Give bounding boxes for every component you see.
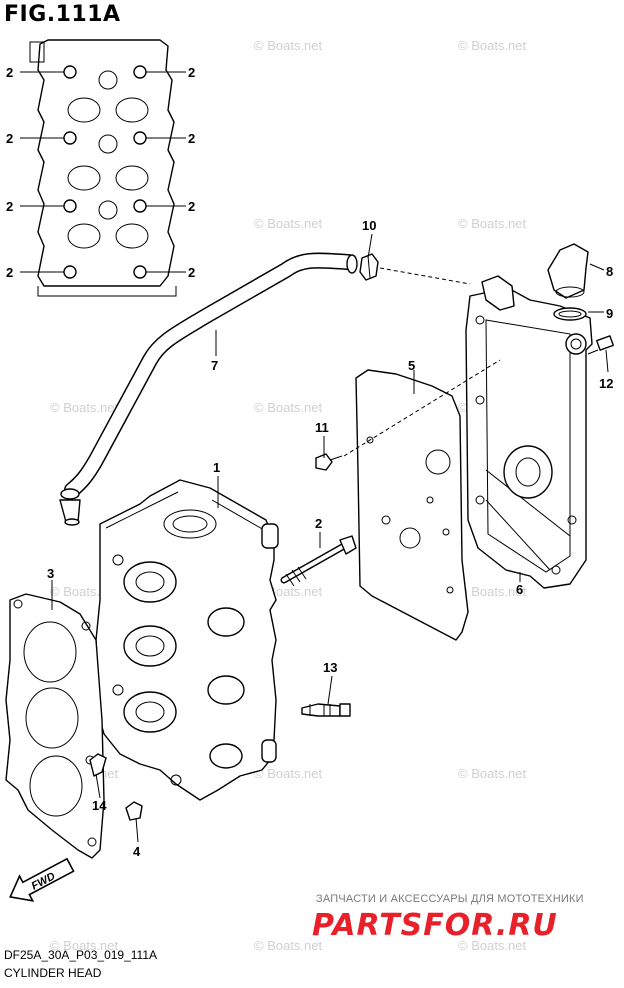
inset-callout: 2 (188, 265, 195, 280)
watermark: © Boats.net (50, 938, 119, 953)
callout-part-2: 2 (315, 516, 322, 531)
watermark: © Boats.net (254, 400, 323, 415)
cylinder-head (95, 479, 279, 801)
callout-part-14: 14 (92, 798, 107, 813)
promo-tagline: ЗАПЧАСТИ И АКСЕССУАРЫ ДЛЯ МОТОТЕХНИКИ (316, 893, 584, 905)
watermark: © Boats.net (254, 938, 323, 953)
gasket-bolt (315, 453, 343, 471)
part-callouts: 1 2 3 4 5 6 7 8 9 10 11 12 13 14 (47, 218, 613, 859)
watermark: © Boats.net (458, 938, 527, 953)
watermark: © Boats.net (254, 216, 323, 231)
callout-part-9: 9 (606, 306, 613, 321)
o-ring (553, 307, 587, 321)
figure-title: FIG.111A (4, 2, 121, 27)
head-bolt (280, 535, 357, 587)
inset-callout: 2 (188, 131, 195, 146)
watermark: © Boats.net (254, 766, 323, 781)
spark-plug (301, 703, 351, 717)
cylinder-head-cover (465, 275, 593, 589)
callout-part-4: 4 (133, 844, 141, 859)
inset-callouts: 2 2 2 2 2 2 2 2 (6, 65, 195, 280)
head-gasket (5, 593, 105, 859)
watermark: © Boats.net (458, 38, 527, 53)
callout-part-11: 11 (315, 420, 329, 435)
cover-gasket (355, 369, 469, 641)
callout-part-5: 5 (408, 358, 415, 373)
inset-callout: 2 (6, 199, 13, 214)
hose-clip (359, 253, 379, 281)
callout-part-12: 12 (599, 376, 613, 391)
dowel-pin (89, 753, 107, 777)
callout-part-10: 10 (362, 218, 376, 233)
figure-code: DF25A_30A_P03_019_111A (4, 948, 158, 962)
watermark: © Boats.net (458, 584, 527, 599)
watermark: © Boats.net (458, 766, 527, 781)
callout-part-3: 3 (47, 566, 54, 581)
plug (125, 801, 143, 821)
bolt-layout-inset (20, 39, 186, 297)
promo-brand-logo: PARTSFOR.RU (312, 908, 558, 943)
watermark: © Boats.net (254, 38, 323, 53)
inset-callout: 2 (6, 265, 13, 280)
inset-callout: 2 (188, 65, 195, 80)
hose (59, 252, 358, 526)
inset-callout: 2 (6, 65, 13, 80)
figure-caption: CYLINDER HEAD (4, 966, 102, 980)
leader-lines (51, 233, 609, 843)
forward-direction-arrow: FWD (9, 857, 75, 902)
inset-callout: 2 (6, 131, 13, 146)
callout-part-8: 8 (606, 264, 613, 279)
callout-part-13: 13 (323, 660, 337, 675)
thermostat-cap (547, 243, 589, 299)
inset-callout: 2 (188, 199, 195, 214)
callout-part-6: 6 (516, 582, 523, 597)
cover-bolt (587, 335, 614, 355)
watermark: © Boats.net (458, 216, 527, 231)
watermark: © Boats.net (50, 400, 119, 415)
fwd-label: FWD (30, 870, 58, 892)
callout-part-7: 7 (211, 358, 218, 373)
callout-part-1: 1 (213, 460, 220, 475)
